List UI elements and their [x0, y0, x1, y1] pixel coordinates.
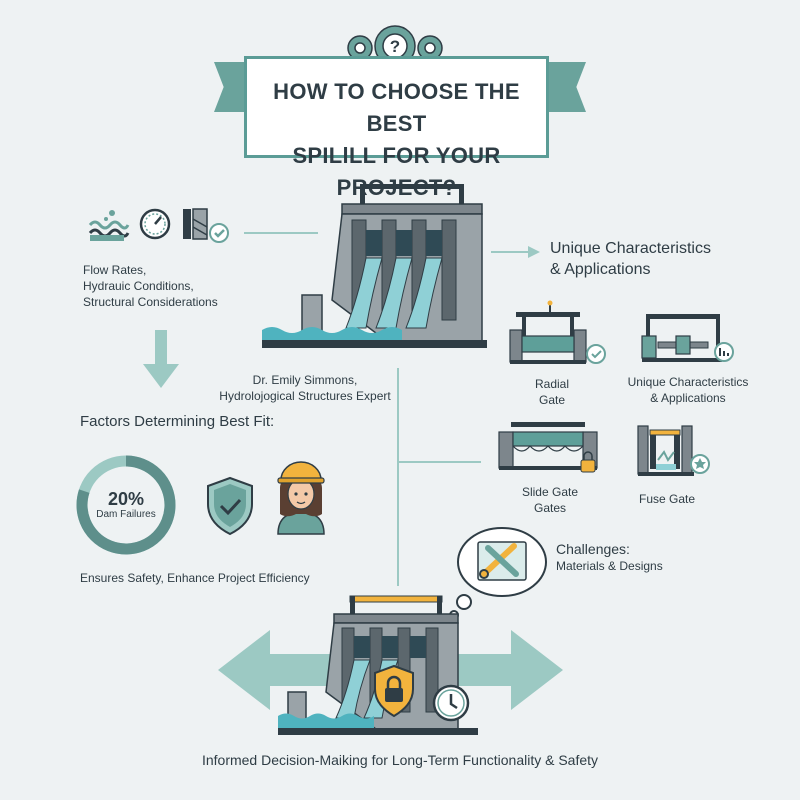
challenges-title: Challenges: [556, 541, 630, 557]
challenges-block: Challenges: Materials & Designs [556, 540, 736, 574]
gate-unique-line-1: Unique Characteristics [627, 375, 749, 389]
gate-radial-label: Radial Gate [512, 376, 592, 408]
unique-heading: Unique Characteristics & Applications [550, 238, 780, 280]
challenges-subtitle: Materials & Designs [556, 559, 663, 573]
gate-fuse-line-1: Fuse Gate [638, 492, 696, 506]
slide-gate-icon [498, 422, 598, 473]
gate-fuse-label: Fuse Gate [627, 491, 707, 507]
gate-radial-line-1: Radial [534, 377, 570, 391]
stat-value: 20% [107, 489, 145, 509]
dam-failures-donut [76, 455, 176, 555]
unique-heading-line-2: & Applications [550, 261, 651, 278]
factors-input-text: Flow Rates, Hydrauic Conditions, Structu… [70, 262, 240, 310]
footer-caption: Informed Decision-Maiking for Long-Term … [201, 752, 599, 768]
lock-shield-icon [374, 664, 414, 718]
engineer-avatar-icon [277, 461, 325, 535]
factor-flow-rates: Flow Rates, [83, 263, 147, 277]
gears-icon: ? [347, 25, 443, 67]
gate-unique-line-2: & Applications [650, 391, 726, 405]
gate-unique-label: Unique Characteristics & Applications [618, 374, 758, 406]
expert-role: Hydrolojogical Structures Expert [219, 389, 391, 403]
gauge-icon [139, 208, 171, 240]
unique-heading-line-1: Unique Characteristics [550, 240, 711, 257]
shield-check-icon [207, 476, 253, 536]
dam-illustration-top [262, 184, 487, 348]
stat-label: Dam Failures [96, 509, 156, 520]
gate-slide-label: Slide Gate Gates [510, 484, 590, 516]
gate-radial-line-2: Gate [538, 393, 565, 407]
factors-heading: Factors Determining Best Fit: [80, 413, 275, 430]
down-arrow-icon [143, 330, 179, 388]
structure-check-icon [183, 208, 229, 243]
donut-label: 20% Dam Failures [74, 489, 178, 520]
ensures-text: Ensures Safety, Enhance Project Efficien… [80, 571, 310, 585]
gate-slide-line-1: Slide Gate [521, 485, 579, 499]
clock-icon [432, 684, 470, 722]
title-box: HOW TO CHOOSE THE BEST SPILlLL FOR YOUR … [244, 56, 549, 200]
unique-gate-icon [641, 314, 734, 362]
factor-structural: Structural Considerations [83, 295, 218, 309]
water-wave-icon [88, 210, 130, 241]
question-icon: ? [390, 37, 400, 56]
gate-slide-line-2: Gates [533, 501, 566, 515]
tools-thought-bubble [449, 527, 547, 620]
factor-hydraulic: Hydrauic Conditions, [83, 279, 194, 293]
fuse-gate-icon [637, 425, 710, 476]
radial-gate-icon [509, 300, 606, 364]
expert-caption: Dr. Emily Simmons, Hydrolojogical Struct… [210, 372, 400, 404]
expert-name: Dr. Emily Simmons, [252, 373, 358, 387]
title-line-1: HOW TO CHOOSE THE BEST [273, 79, 520, 136]
